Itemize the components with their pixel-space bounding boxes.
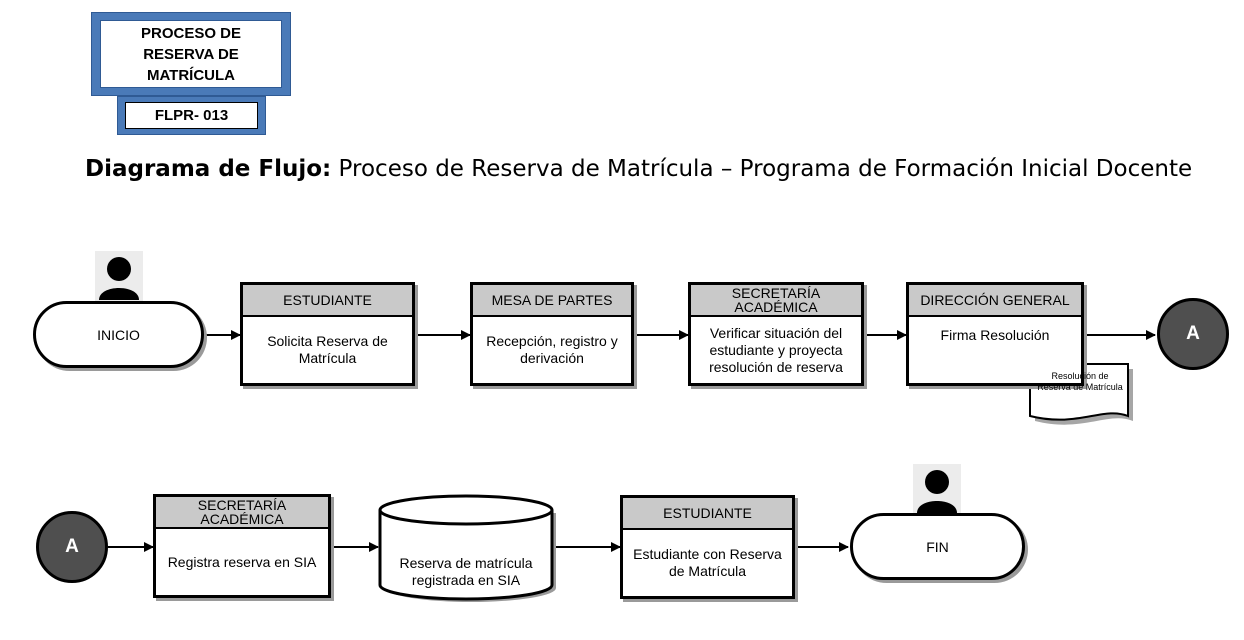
action-label: Estudiante con Reserva de Matrícula [633,546,782,579]
database-icon [378,494,556,602]
process-title-frame: PROCESO DE RESERVA DE MATRÍCULA [91,12,291,96]
step-estudiante-final: ESTUDIANTE Estudiante con Reserva de Mat… [620,495,795,599]
document-label: Resolución de Reserva de Matrícula [1037,371,1123,392]
action-label: Firma Resolución [940,327,1050,343]
role-label: SECRETARÍA ACADÉMICA [156,497,328,529]
action-label: Registra reserva en SIA [167,553,317,570]
heading-rest: Proceso de Reserva de Matrícula – Progra… [331,156,1193,182]
person-icon [95,251,143,301]
connector-a-out: A [1157,298,1229,370]
connector-a-in: A [36,511,108,583]
step-recepcion: MESA DE PARTES Recepción, registro y der… [470,282,634,386]
heading-bold: Diagrama de Flujo: [85,156,332,182]
database-label: Reserva de matrícula registrada en SIA [399,555,533,588]
action-label: Solicita Reserva de Matrícula [267,333,388,366]
step-firma: DIRECCIÓN GENERAL Firma Resolución [906,282,1084,386]
end-terminator: FIN [850,513,1025,580]
diagram-heading: Diagrama de Flujo: Proceso de Reserva de… [85,156,1192,182]
step-verificar: SECRETARÍA ACADÉMICA Verificar situación… [688,282,864,386]
action-label: Verificar situación del estudiante y pro… [709,324,843,375]
end-label: FIN [926,538,949,555]
role-label: ESTUDIANTE [243,285,412,317]
start-terminator: INICIO [33,301,204,368]
role-label: SECRETARÍA ACADÉMICA [691,285,861,317]
step-registra: SECRETARÍA ACADÉMICA Registra reserva en… [153,494,331,598]
action-label: Recepción, registro y derivación [486,333,618,366]
person-icon [913,464,961,514]
connector-label: A [65,536,79,557]
process-code: FLPR- 013 [125,102,258,129]
role-label: MESA DE PARTES [473,285,631,317]
start-label: INICIO [97,326,140,343]
connector-label: A [1186,323,1200,344]
process-code-frame: FLPR- 013 [117,96,266,135]
role-label: DIRECCIÓN GENERAL [909,285,1081,317]
step-solicita-reserva: ESTUDIANTE Solicita Reserva de Matrícula [240,282,415,386]
process-title: PROCESO DE RESERVA DE MATRÍCULA [100,20,282,88]
role-label: ESTUDIANTE [623,498,792,530]
